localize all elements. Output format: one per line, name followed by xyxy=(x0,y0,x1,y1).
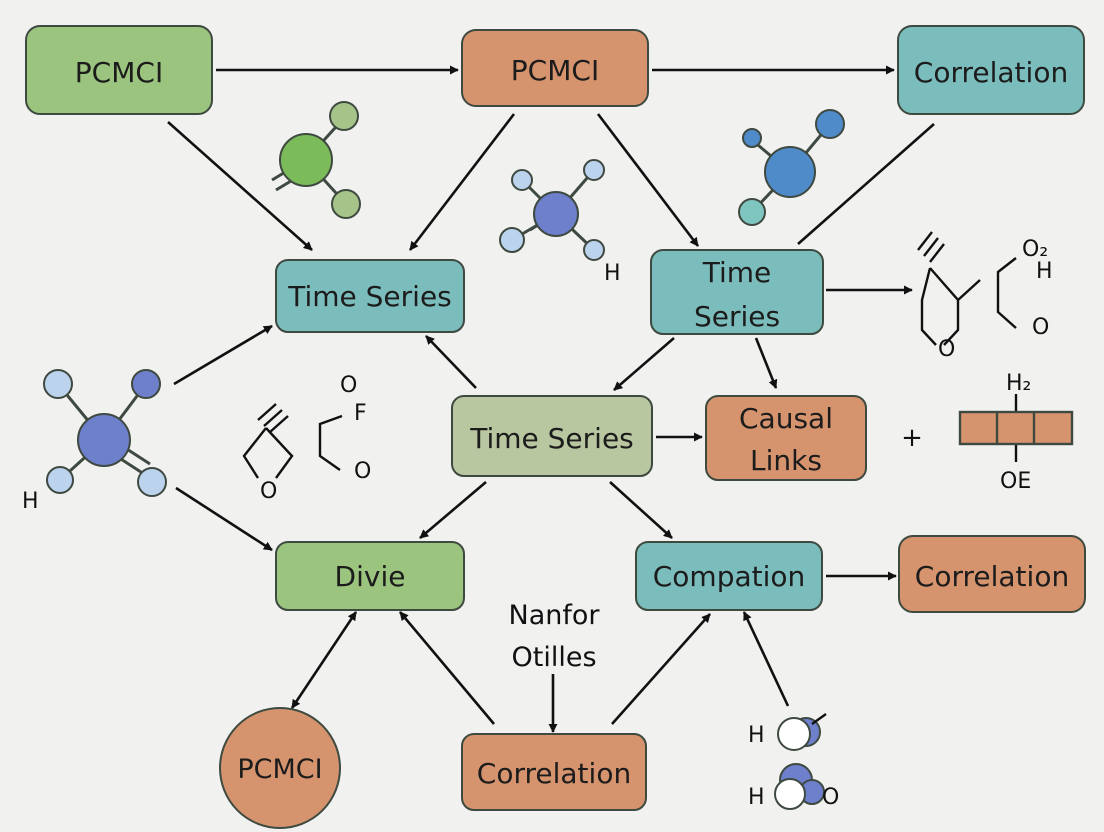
node-label: PCMCI xyxy=(237,754,322,785)
edge-molecule-to-divie xyxy=(175,486,273,552)
edge-molecule-to-time-series-left xyxy=(173,324,273,386)
chem-label-h2: H₂ xyxy=(1006,371,1031,396)
node-label: Correlation xyxy=(915,560,1069,593)
chem-label-f: F xyxy=(354,401,367,426)
node-label-line-2: Series xyxy=(694,300,780,333)
node-compation[interactable]: Compation xyxy=(635,541,823,611)
node-label: Compation xyxy=(653,560,806,593)
molecule-green-icon xyxy=(271,101,361,219)
chem-label-o-bottom: O xyxy=(822,785,839,810)
node-causal-links[interactable]: Causal Links xyxy=(705,395,867,481)
chem-label-h-bottom-1: H xyxy=(748,723,765,748)
node-label: Correlation xyxy=(477,757,631,790)
nanfor-label-line-2: Otilles xyxy=(511,642,596,673)
edge-divie-pcmci-circle xyxy=(290,611,358,709)
node-pcmci-top-center[interactable]: PCMCI xyxy=(461,29,649,107)
molecule-blue-right-icon xyxy=(738,109,845,226)
node-time-series-left[interactable]: Time Series xyxy=(275,259,465,333)
node-correlation-bottom[interactable]: Correlation xyxy=(461,733,647,811)
chem-label-o-ring-right: O xyxy=(938,337,955,362)
edge-pcmci-center-to-time-series-right xyxy=(596,113,700,247)
nodes: PCMCI PCMCI Correlation Time Series Time… xyxy=(25,25,1086,829)
nanfor-label-line-1: Nanfor xyxy=(509,600,601,631)
node-label: Divie xyxy=(335,560,406,593)
edge-pcmci-center-to-time-series-left xyxy=(408,113,516,251)
node-time-series-right[interactable]: Time Series xyxy=(650,249,824,335)
edges xyxy=(167,65,935,733)
node-label: Correlation xyxy=(914,56,1068,89)
edge-correlation-to-compation xyxy=(611,613,711,725)
edge-molecule-to-compation xyxy=(742,611,790,707)
chem-label-h-left: H xyxy=(22,489,39,514)
molecule-bottom-top-icon xyxy=(777,713,827,751)
edge-correlation-to-divie xyxy=(399,611,495,725)
chem-label-h-right: H xyxy=(1036,259,1053,284)
skeletal-structure-left-icon xyxy=(242,403,343,479)
box-structure-icon xyxy=(958,394,1074,462)
node-label-line-1: Time xyxy=(702,256,772,289)
node-time-series-center[interactable]: Time Series xyxy=(451,395,653,477)
node-correlation-top-right[interactable]: Correlation xyxy=(897,25,1085,115)
chem-label-o-ring-left: O xyxy=(260,479,277,504)
plus-sign: + xyxy=(901,423,923,453)
node-label: PCMCI xyxy=(511,54,599,87)
edge-time-series-right-to-causal-links xyxy=(754,337,778,389)
chem-label-o-chain-right: O xyxy=(1032,315,1049,340)
chem-label-h-bottom-2: H xyxy=(748,785,765,810)
chem-label-h: H xyxy=(604,261,621,286)
molecule-blue-center-icon xyxy=(499,159,605,261)
node-correlation-mid-right[interactable]: Correlation xyxy=(898,535,1086,613)
chem-label-o-top-left: O xyxy=(340,373,357,398)
node-label: Time Series xyxy=(287,280,452,313)
node-label-line-1: Causal xyxy=(739,402,833,435)
node-divie[interactable]: Divie xyxy=(275,541,465,611)
node-label: Time Series xyxy=(469,422,634,455)
chem-label-o2: O₂ xyxy=(1022,237,1048,262)
edge-time-series-center-to-compation xyxy=(609,481,673,539)
node-label: PCMCI xyxy=(75,56,163,89)
edge-correlation-to-time-series-right xyxy=(797,123,935,245)
node-label-line-2: Links xyxy=(750,444,822,477)
molecule-bottom-bottom-icon xyxy=(774,763,825,810)
chem-label-o-chain-left: O xyxy=(354,459,371,484)
skeletal-structure-right-icon xyxy=(917,231,1017,346)
node-pcmci-bottom-circle[interactable]: PCMCI xyxy=(219,707,341,829)
node-pcmci-top-left[interactable]: PCMCI xyxy=(25,25,213,115)
edge-time-series-right-to-time-series-center xyxy=(613,337,675,391)
molecule-blue-left-icon xyxy=(43,369,167,497)
edge-time-series-center-to-time-series-left xyxy=(425,335,477,389)
edge-time-series-center-to-divie xyxy=(419,481,487,539)
chem-label-oe: OE xyxy=(1000,469,1031,494)
edge-pcmci-left-to-time-series xyxy=(167,121,313,251)
